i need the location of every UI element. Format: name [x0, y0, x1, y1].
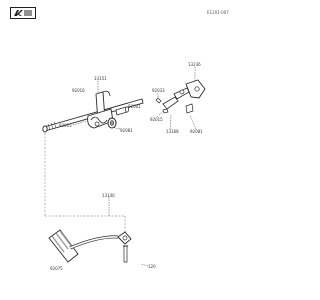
part-label-92015b: 92015 — [150, 117, 163, 122]
part-label-92081: 92081 — [120, 128, 133, 133]
part-label-92081b: 92081 — [190, 129, 203, 134]
bolt-92001 — [115, 106, 130, 116]
parts-diagram: E1201-007 — [10, 7, 229, 271]
part-label-92016: 92016 — [72, 88, 85, 93]
lever-13236 — [185, 79, 206, 114]
part-label-120: 120 — [148, 264, 156, 269]
part-label-92015: 92015 — [59, 123, 72, 128]
part-label-92033: 92033 — [152, 88, 165, 93]
part-label-92075: 92075 — [50, 266, 63, 271]
part-label-13140: 13140 — [102, 193, 115, 198]
drawing-code: E1201-007 — [207, 10, 229, 15]
oil-seal — [107, 117, 117, 129]
assembly-bracket — [44, 133, 126, 232]
part-label-13236: 13236 — [188, 62, 201, 67]
stopper-lever-assembly — [155, 87, 190, 114]
exploded-view — [42, 67, 206, 267]
shift-arm-assembly — [87, 90, 114, 129]
part-label-13151: 13151 — [94, 76, 107, 81]
kawasaki-logo — [10, 7, 36, 19]
part-label-92001: 92001 — [128, 104, 141, 109]
part-label-13168: 13168 — [166, 129, 179, 134]
shift-pedal-assembly — [48, 229, 132, 263]
